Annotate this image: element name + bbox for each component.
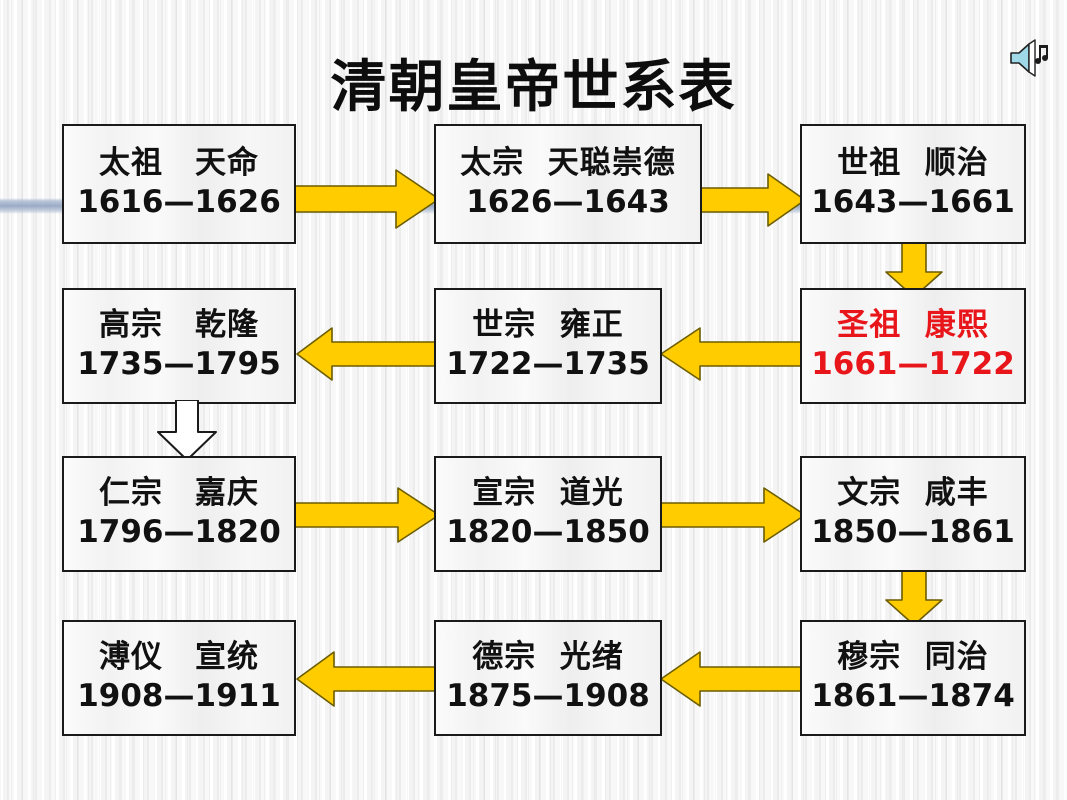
emperor-years: 1908—1911 [77,677,281,714]
emperor-name: 溥仪 宣统 [99,639,259,676]
emperor-name: 高宗 乾隆 [99,307,259,344]
emperor-years: 1850—1861 [811,513,1015,550]
connector-renzong-to-xuanzong [294,486,440,544]
emperor-box-taizu[interactable]: 太祖 天命 1616—1626 [62,124,296,244]
emperor-name: 穆宗 同治 [837,639,989,676]
emperor-name: 世祖 顺治 [837,145,989,182]
connector-shengzu-to-shizong [660,326,806,382]
connector-taizong-to-shizu [700,172,806,228]
emperor-name: 圣祖 康熙 [837,307,989,344]
connector-gaozong-to-renzong [148,400,228,462]
connector-xuanzong-to-wenzong [660,486,806,544]
emperor-box-wenzong[interactable]: 文宗 咸丰 1850—1861 [800,456,1026,572]
emperor-years: 1796—1820 [77,513,281,550]
emperor-box-shizu[interactable]: 世祖 顺治 1643—1661 [800,124,1026,244]
connector-taizu-to-taizong [292,168,440,230]
emperor-box-puyi[interactable]: 溥仪 宣统 1908—1911 [62,620,296,736]
emperor-name: 宣宗 道光 [472,475,624,512]
connector-dezong-to-puyi [296,650,436,708]
emperor-years: 1722—1735 [446,345,650,382]
emperor-name: 文宗 咸丰 [837,475,989,512]
emperor-years: 1661—1722 [811,345,1015,382]
emperor-years: 1735—1795 [77,345,281,382]
emperor-box-shengzu[interactable]: 圣祖 康熙 1661—1722 [800,288,1026,404]
emperor-name: 仁宗 嘉庆 [99,475,259,512]
emperor-years: 1861—1874 [811,677,1015,714]
emperor-box-taizong[interactable]: 太宗 天聪崇德 1626—1643 [434,124,702,244]
connector-wenzong-to-muzong [884,570,944,626]
emperor-years: 1875—1908 [446,677,650,714]
emperor-box-gaozong[interactable]: 高宗 乾隆 1735—1795 [62,288,296,404]
emperor-name: 太祖 天命 [99,145,259,182]
emperor-box-renzong[interactable]: 仁宗 嘉庆 1796—1820 [62,456,296,572]
connector-shizong-to-gaozong [296,326,436,382]
emperor-years: 1643—1661 [811,183,1015,220]
connector-muzong-to-dezong [660,650,806,708]
emperor-name: 德宗 光绪 [472,639,624,676]
emperor-box-muzong[interactable]: 穆宗 同治 1861—1874 [800,620,1026,736]
emperor-box-shizong[interactable]: 世宗 雍正 1722—1735 [434,288,662,404]
speaker-sound-icon[interactable] [1007,38,1055,78]
emperor-years: 1820—1850 [446,513,650,550]
emperor-box-dezong[interactable]: 德宗 光绪 1875—1908 [434,620,662,736]
emperor-years: 1626—1643 [466,183,670,220]
emperor-name: 太宗 天聪崇德 [460,145,676,182]
emperor-years: 1616—1626 [77,183,281,220]
connector-shizu-to-shengzu [884,242,944,298]
emperor-box-xuanzong[interactable]: 宣宗 道光 1820—1850 [434,456,662,572]
page-title: 清朝皇帝世系表 [330,55,737,120]
emperor-name: 世宗 雍正 [472,307,624,344]
